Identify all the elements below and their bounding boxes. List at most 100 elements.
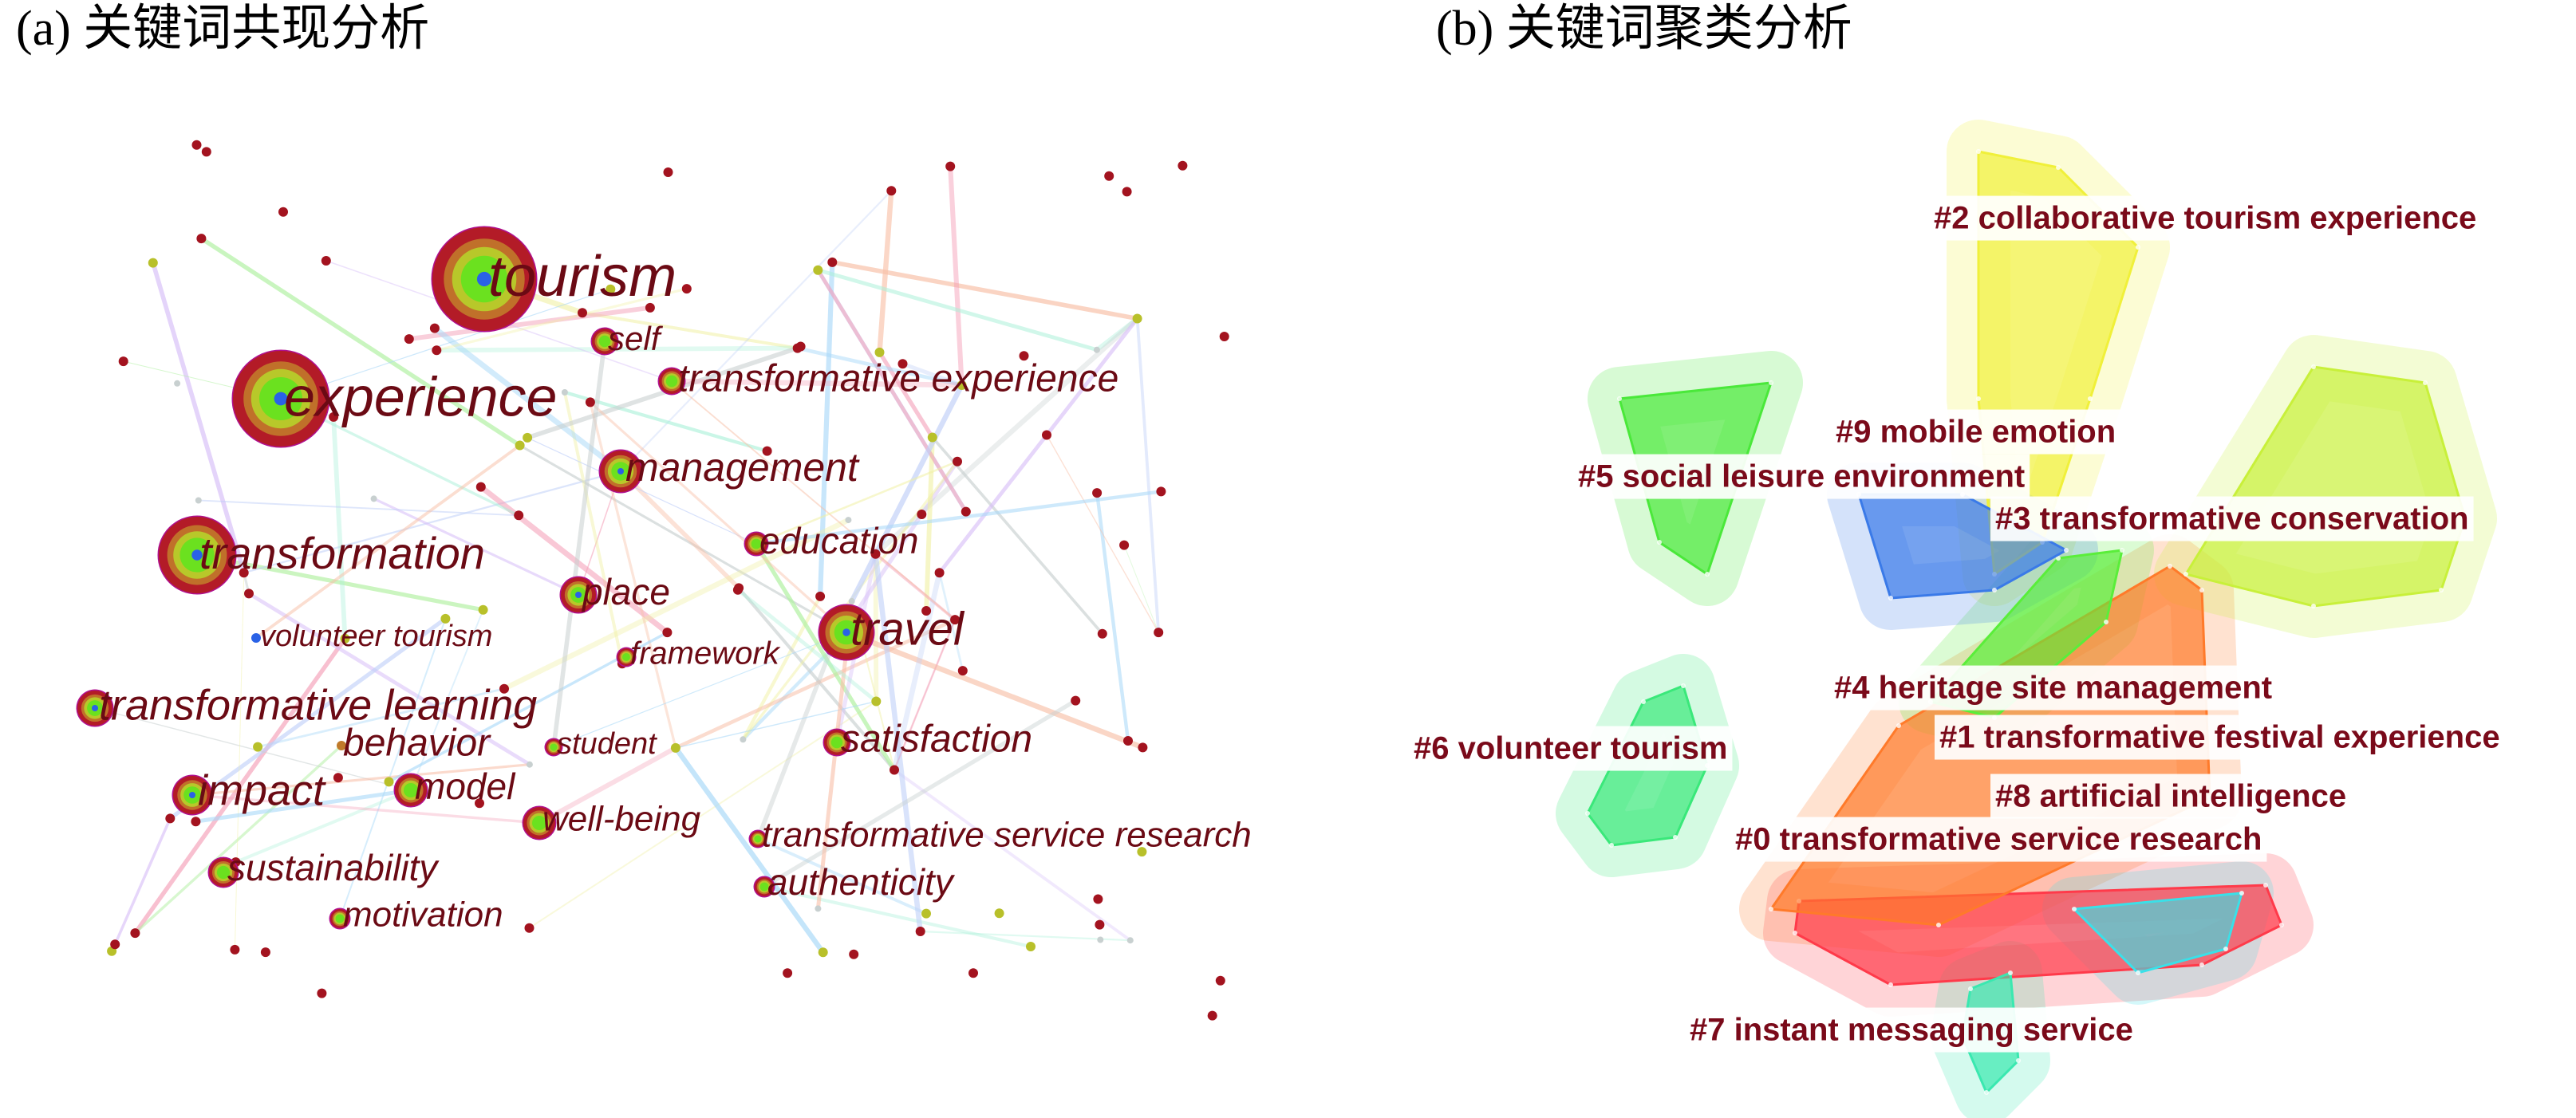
node-ring <box>622 653 630 661</box>
node-ring <box>759 882 769 892</box>
cluster-member-node <box>1641 699 1646 704</box>
cluster-halo <box>1931 941 2050 1118</box>
keyword-node[interactable] <box>753 876 775 898</box>
keyword-node[interactable] <box>231 349 330 448</box>
keyword-label: impact <box>198 766 326 814</box>
keyword-node[interactable] <box>172 774 213 816</box>
minor-node <box>1138 742 1148 753</box>
keyword-node[interactable] <box>559 576 598 614</box>
keyword-node[interactable] <box>251 633 261 643</box>
keyword-label: well-being <box>542 800 701 839</box>
network-edge <box>741 595 822 741</box>
cluster-label: #2 collaborative tourism experience <box>1929 195 2482 241</box>
cluster-region[interactable] <box>2183 364 2468 608</box>
keyword-node[interactable] <box>616 647 637 667</box>
keyword-nodes <box>76 226 875 930</box>
network-edge <box>1135 318 1161 633</box>
node-ring <box>335 914 345 923</box>
minor-node <box>1137 847 1147 857</box>
minor-node <box>440 613 451 624</box>
network-edge <box>436 287 688 352</box>
keyword-node[interactable] <box>598 449 643 494</box>
cluster-halo <box>2154 335 2497 638</box>
cluster-region[interactable] <box>1617 380 1773 577</box>
network-edge <box>582 311 798 350</box>
cluster-label: #3 transformative conservation <box>1990 496 2474 541</box>
keyword-node[interactable] <box>744 531 769 557</box>
keyword-node[interactable] <box>748 829 767 848</box>
cluster-halo <box>1899 518 2154 750</box>
keyword-node[interactable] <box>590 327 619 356</box>
network-edge <box>878 351 935 439</box>
cluster-label-backing <box>1990 496 2474 541</box>
cluster-label-backing <box>1573 454 2030 499</box>
keyword-node[interactable] <box>823 728 851 757</box>
network-edge <box>1046 435 1159 633</box>
keyword-label: transformation <box>199 528 485 578</box>
minor-node <box>191 140 202 150</box>
network-edge <box>894 619 956 770</box>
cluster-region[interactable] <box>2071 891 2244 975</box>
keyword-node[interactable] <box>431 226 538 333</box>
keyword-node[interactable] <box>522 805 557 840</box>
network-edge <box>339 618 447 919</box>
cluster-halo <box>1827 463 2098 630</box>
cluster-region[interactable] <box>1856 492 2069 600</box>
network-edge <box>235 789 412 864</box>
cluster-region[interactable] <box>1793 883 2284 987</box>
cluster-region[interactable] <box>1769 564 2212 927</box>
minor-node <box>1019 351 1029 361</box>
cluster-polygon <box>2183 365 2467 608</box>
keyword-node[interactable] <box>544 738 563 757</box>
minor-node <box>645 302 655 313</box>
minor-node <box>897 359 908 369</box>
cluster-member-node <box>2199 588 2204 592</box>
network-edge <box>816 269 968 513</box>
keyword-label: management <box>625 445 860 490</box>
cluster-region[interactable] <box>1585 683 1710 848</box>
node-core <box>191 549 203 561</box>
cluster-region[interactable] <box>1976 149 2140 577</box>
minor-node <box>230 944 240 955</box>
cluster-region[interactable] <box>1928 548 2124 720</box>
minor-node <box>734 583 744 593</box>
cluster-member-node <box>1992 715 1997 720</box>
cluster-member-node <box>2120 548 2124 553</box>
keyword-node[interactable] <box>657 367 686 396</box>
cluster-member-node <box>2463 516 2468 521</box>
minor-node <box>514 510 524 521</box>
cluster-label-text: #2 collaborative tourism experience <box>1934 201 2476 236</box>
cluster-member-node <box>1585 811 1590 816</box>
node-core <box>575 592 582 598</box>
minor-node <box>384 777 394 787</box>
minor-node <box>499 683 509 694</box>
network-edge <box>373 497 579 596</box>
keyword-node[interactable] <box>157 515 237 595</box>
minor-node <box>278 207 288 217</box>
network-edge <box>243 470 621 574</box>
cluster-member-node <box>2199 963 2204 967</box>
keyword-node[interactable] <box>337 741 346 750</box>
network-edge <box>671 380 956 620</box>
minor-node <box>849 949 859 959</box>
minor-node <box>174 380 181 387</box>
minor-node <box>524 923 535 933</box>
cluster-label: #0 transformative service research <box>1730 817 2267 862</box>
keyword-node[interactable] <box>76 689 114 727</box>
keyword-node[interactable] <box>329 907 351 930</box>
cluster-member-node <box>1856 492 1861 497</box>
node-ring <box>665 375 678 388</box>
network-edge <box>817 268 1098 352</box>
cluster-region[interactable] <box>1960 970 2021 1095</box>
cluster-member-node <box>1960 492 1965 497</box>
cluster-member-node <box>1992 588 1997 592</box>
network-edge <box>331 416 348 640</box>
minor-node <box>148 258 158 268</box>
minor-node <box>1092 488 1103 498</box>
keyword-node[interactable] <box>818 604 875 661</box>
minor-node <box>953 456 962 466</box>
cluster-member-node <box>2239 891 2244 896</box>
keyword-node[interactable] <box>207 856 239 888</box>
minor-node <box>740 736 747 743</box>
keyword-node[interactable] <box>393 773 428 808</box>
